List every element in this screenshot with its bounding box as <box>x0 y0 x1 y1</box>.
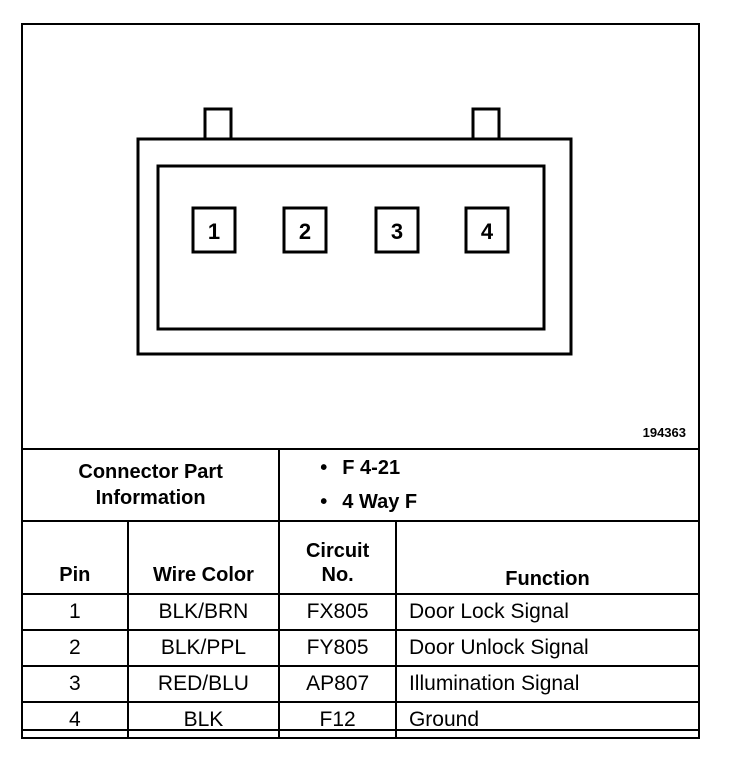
header-wire-color: Wire Color <box>126 520 281 595</box>
cell-pin: 2 <box>21 629 129 667</box>
cell-circuit: AP807 <box>278 665 397 703</box>
figure-number: 194363 <box>642 425 686 440</box>
pin-label-1: 1 <box>208 219 220 244</box>
connector-tab-right <box>471 107 501 143</box>
cell-wire-color: BLK <box>126 701 281 739</box>
connector-drawing: 1 2 3 4 <box>136 107 573 356</box>
pin-label-4: 4 <box>481 219 494 244</box>
header-circuit: Circuit No. <box>278 520 397 595</box>
cell-function: Door Lock Signal <box>394 593 701 631</box>
cell-pin: 1 <box>21 593 129 631</box>
connector-diagram: 1 2 3 4 194363 <box>23 25 698 450</box>
pin-label-2: 2 <box>299 219 311 244</box>
cell-function: Door Unlock Signal <box>394 629 701 667</box>
pin-cavity-1: 1 <box>191 206 237 254</box>
part-info-label-line1: Connector Part <box>78 461 223 483</box>
part-info-item-1: F 4-21 <box>320 451 698 485</box>
pin-cavity-2: 2 <box>282 206 328 254</box>
cell-wire-color: RED/BLU <box>126 665 281 703</box>
cell-circuit: F12 <box>278 701 397 739</box>
cell-function: Ground <box>394 701 701 739</box>
connector-tab-left <box>203 107 233 143</box>
part-info-label-line2: Information <box>95 487 206 509</box>
pin-cavity-4: 4 <box>464 206 510 254</box>
part-info-values: F 4-21 4 Way F <box>278 448 700 522</box>
cell-pin: 4 <box>21 701 129 739</box>
connector-table: Connector Part Information F 4-21 4 Way … <box>20 448 701 739</box>
table-row: 3 RED/BLU AP807 Illumination Signal <box>21 665 701 703</box>
pin-cavity-3: 3 <box>374 206 420 254</box>
pin-label-3: 3 <box>391 219 403 244</box>
column-header-row: Pin Wire Color Circuit No. Function <box>21 520 701 595</box>
table-row: 4 BLK F12 Ground <box>21 701 701 739</box>
connector-info-frame: 1 2 3 4 194363 Connector P <box>20 23 701 739</box>
table-row: 2 BLK/PPL FY805 Door Unlock Signal <box>21 629 701 667</box>
cell-circuit: FY805 <box>278 629 397 667</box>
cell-pin: 3 <box>21 665 129 703</box>
cell-wire-color: BLK/PPL <box>126 629 281 667</box>
cell-wire-color: BLK/BRN <box>126 593 281 631</box>
part-info-row: Connector Part Information F 4-21 4 Way … <box>20 448 700 522</box>
header-circuit-line2: No. <box>321 564 354 586</box>
part-info-item-2: 4 Way F <box>320 485 698 519</box>
table-row: 1 BLK/BRN FX805 Door Lock Signal <box>21 593 701 631</box>
header-pin: Pin <box>21 520 129 595</box>
header-circuit-line1: Circuit <box>305 540 370 562</box>
part-info-label: Connector Part Information <box>20 448 281 522</box>
header-function: Function <box>394 520 701 595</box>
cell-function: Illumination Signal <box>394 665 701 703</box>
cell-circuit: FX805 <box>278 593 397 631</box>
